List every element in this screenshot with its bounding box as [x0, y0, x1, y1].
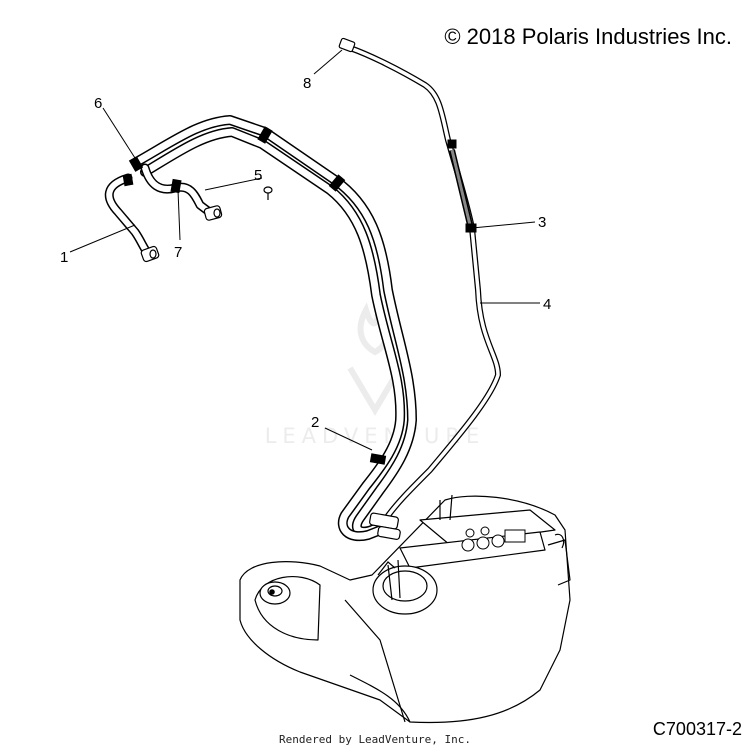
- tank-connectors: [369, 512, 401, 540]
- clamps: [122, 126, 477, 465]
- leadventure-watermark: LEADVENTURE: [264, 424, 486, 448]
- callout-5: 5: [254, 167, 262, 184]
- vent-hose-3-sleeve: [449, 149, 473, 226]
- hose-1-end: [140, 245, 160, 263]
- callout-1: 1: [60, 249, 68, 266]
- hose-7-end: [203, 205, 223, 221]
- callout-3: 3: [538, 214, 546, 231]
- fuel-pump-module: [372, 559, 438, 615]
- vent-hose-2: [135, 115, 417, 542]
- fuel-cap: [259, 581, 291, 605]
- tank-gauges: [461, 526, 526, 552]
- copyright-text: © 2018 Polaris Industries Inc.: [444, 24, 732, 49]
- rendered-by-text: Rendered by LeadVenture, Inc.: [278, 733, 472, 746]
- callout-8: 8: [303, 75, 311, 92]
- leader-lines: [69, 49, 540, 451]
- callout-4: 4: [543, 296, 551, 313]
- callout-2: 2: [311, 414, 319, 431]
- connector-8: [338, 37, 356, 53]
- hose-1: [104, 173, 155, 261]
- diagram-id: C700317-2: [652, 719, 742, 739]
- callout-6: 6: [94, 95, 102, 112]
- vent-hose-4: [347, 45, 501, 523]
- screw-5: [263, 186, 273, 200]
- callout-7: 7: [174, 244, 182, 261]
